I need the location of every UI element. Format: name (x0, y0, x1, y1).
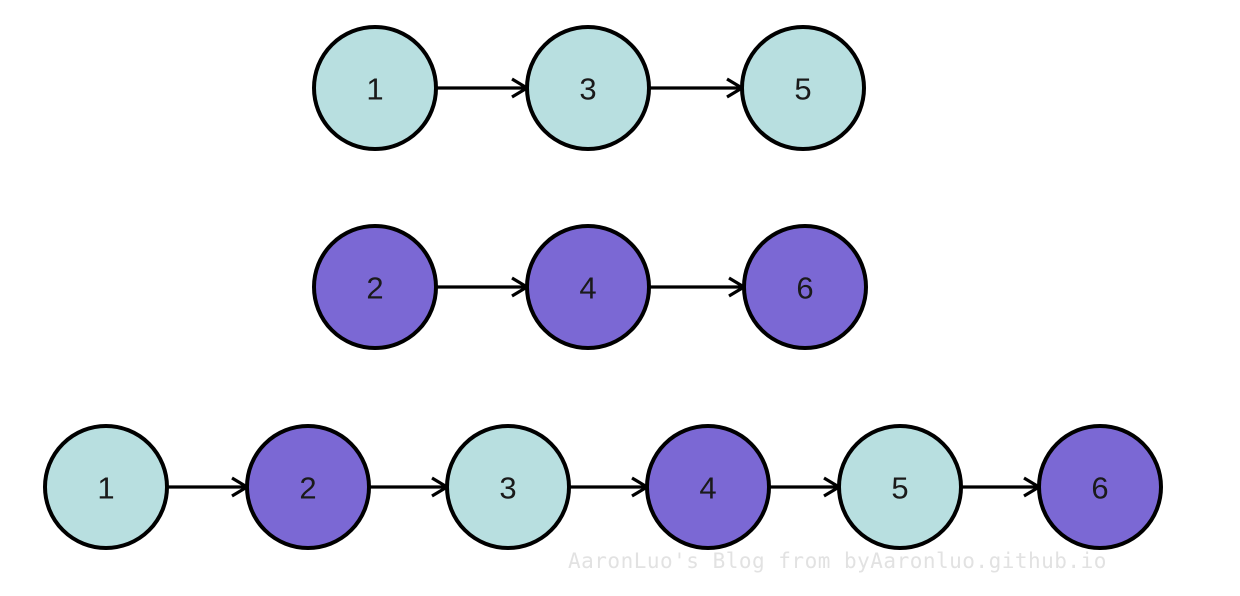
node-label: 2 (366, 271, 383, 306)
node-label: 1 (366, 72, 383, 107)
node-merged-list-3[interactable]: 3 (445, 424, 571, 550)
node-circle[interactable] (312, 25, 438, 151)
node-odd-list-3[interactable]: 3 (525, 25, 651, 151)
edge-4-to-5 (769, 476, 843, 498)
edge-1-to-2 (167, 476, 251, 498)
node-label: 6 (1091, 471, 1108, 506)
node-label: 3 (499, 471, 516, 506)
edge-4-to-6 (649, 276, 748, 298)
node-even-list-2[interactable]: 2 (312, 224, 438, 350)
edge-3-to-5 (649, 77, 746, 99)
edge-3-to-4 (569, 476, 651, 498)
node-merged-list-1[interactable]: 1 (43, 424, 169, 550)
node-circle[interactable] (245, 424, 371, 550)
node-circle[interactable] (837, 424, 963, 550)
edge-2-to-4 (436, 276, 531, 298)
node-circle[interactable] (312, 224, 438, 350)
node-label: 4 (579, 271, 596, 306)
node-circle[interactable] (445, 424, 571, 550)
node-merged-list-5[interactable]: 5 (837, 424, 963, 550)
node-circle[interactable] (43, 424, 169, 550)
edge-2-to-3 (369, 476, 451, 498)
node-label: 5 (891, 471, 908, 506)
node-label: 5 (794, 72, 811, 107)
node-circle[interactable] (740, 25, 866, 151)
node-row-odd-list: 1 3 5 (312, 25, 866, 151)
node-label: 6 (796, 271, 813, 306)
node-label: 2 (299, 471, 316, 506)
edge-1-to-3 (436, 77, 531, 99)
node-odd-list-5[interactable]: 5 (740, 25, 866, 151)
node-rows-layer: 1 3 5 2 4 6 1 2 3 4 5 6 (43, 25, 1163, 550)
node-circle[interactable] (645, 424, 771, 550)
node-merged-list-2[interactable]: 2 (245, 424, 371, 550)
node-row-even-list: 2 4 6 (312, 224, 868, 350)
node-circle[interactable] (525, 25, 651, 151)
watermark-text: AaronLuo's Blog from byAaronluo.github.i… (568, 549, 1107, 573)
node-circle[interactable] (1037, 424, 1163, 550)
node-circle[interactable] (525, 224, 651, 350)
node-label: 1 (97, 471, 114, 506)
node-circle[interactable] (742, 224, 868, 350)
node-merged-list-6[interactable]: 6 (1037, 424, 1163, 550)
node-merged-list-4[interactable]: 4 (645, 424, 771, 550)
node-even-list-4[interactable]: 4 (525, 224, 651, 350)
node-odd-list-1[interactable]: 1 (312, 25, 438, 151)
node-row-merged-list: 1 2 3 4 5 6 (43, 424, 1163, 550)
node-label: 4 (699, 471, 716, 506)
node-label: 3 (579, 72, 596, 107)
edge-5-to-6 (961, 476, 1043, 498)
node-even-list-6[interactable]: 6 (742, 224, 868, 350)
